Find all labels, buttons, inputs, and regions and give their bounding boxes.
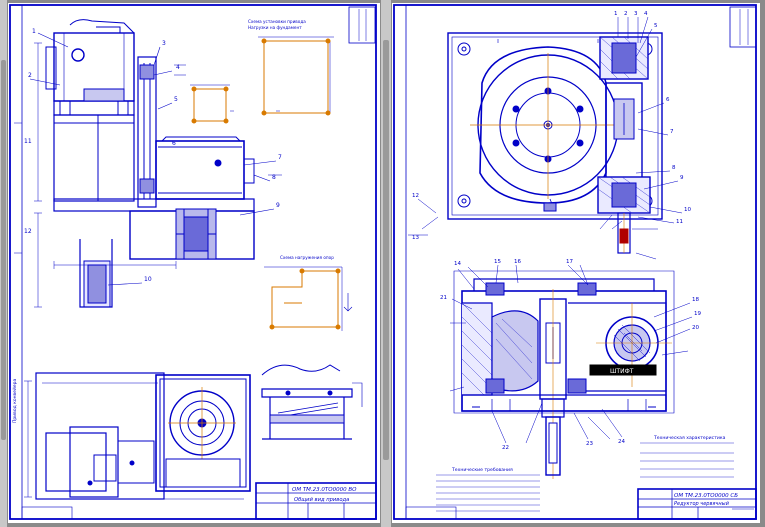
r-callout-2: 2 <box>624 11 628 17</box>
left-side-label: Привод конвейера <box>11 379 18 423</box>
left-title-name: Общий вид привода <box>294 497 349 503</box>
r-callout-12: 12 <box>412 193 419 199</box>
r-callout-18: 18 <box>692 297 699 303</box>
r-callout-19: 19 <box>694 311 701 317</box>
tech-char-title: Техническая характеристика <box>653 435 726 441</box>
r-callout-5: 5 <box>654 23 658 29</box>
callout-5: 5 <box>174 96 178 103</box>
r-callout-9: 9 <box>680 175 684 181</box>
r-callout-17: 17 <box>566 259 573 265</box>
note-support-scheme: Схема нагружения опор <box>280 255 334 260</box>
right-sheet-svg: 1 2 3 4 5 6 7 8 9 10 11 12 13 14 15 16 1… <box>393 4 757 520</box>
callout-9: 9 <box>276 202 280 209</box>
r-callout-7: 7 <box>670 129 674 135</box>
oil-label: ШТИФТ <box>610 368 634 375</box>
middle-scrollbar[interactable] <box>381 0 391 527</box>
r-callout-6: 6 <box>666 97 670 103</box>
note-foundation-loads: Нагрузки на фундамент <box>248 25 302 30</box>
r-callout-8: 8 <box>672 165 676 171</box>
r-callout-24: 24 <box>618 439 625 445</box>
r-callout-23: 23 <box>586 441 593 447</box>
callout-10: 10 <box>144 276 152 283</box>
r-callout-20: 20 <box>692 325 699 331</box>
r-callout-14: 14 <box>454 261 461 267</box>
r-callout-1: 1 <box>614 11 618 17</box>
callout-3: 3 <box>162 40 166 47</box>
callout-12: 12 <box>24 228 32 235</box>
r-callout-15: 15 <box>494 259 501 265</box>
r-callout-4: 4 <box>644 11 648 17</box>
right-title-name: Редуктор червячный <box>674 501 730 507</box>
callout-7: 7 <box>278 154 282 161</box>
left-scrollbar[interactable] <box>0 0 7 527</box>
left-scrollbar-thumb[interactable] <box>1 60 6 440</box>
drawing-sheet-right[interactable]: 1 2 3 4 5 6 7 8 9 10 11 12 13 14 15 16 1… <box>392 3 760 523</box>
middle-scrollbar-thumb[interactable] <box>383 40 389 460</box>
r-callout-21: 21 <box>440 295 447 301</box>
note-install-scheme: Схема установки привода <box>248 19 306 24</box>
callout-8: 8 <box>272 174 276 181</box>
callout-11: 11 <box>24 138 32 145</box>
callout-4: 4 <box>176 64 180 71</box>
tech-req-title: Технические требования <box>451 467 513 473</box>
callout-2: 2 <box>28 72 32 79</box>
r-callout-11: 11 <box>676 219 683 225</box>
r-callout-22: 22 <box>502 445 509 451</box>
drawing-sheet-left[interactable]: 1 2 3 4 5 6 7 8 9 10 11 12 Схема установ… <box>8 3 380 523</box>
r-callout-3: 3 <box>634 11 638 17</box>
r-callout-10: 10 <box>684 207 691 213</box>
left-title-designation: ОМ ТМ.23.0ТО0000 ВО <box>292 487 357 493</box>
r-callout-16: 16 <box>514 259 521 265</box>
r-callout-13: 13 <box>412 235 419 241</box>
left-sheet-svg: 1 2 3 4 5 6 7 8 9 10 11 12 Схема установ… <box>9 4 377 520</box>
callout-1: 1 <box>32 28 36 35</box>
callout-6: 6 <box>172 140 176 147</box>
right-title-designation: ОМ ТМ.23.0ТО0000 СБ <box>674 493 738 499</box>
